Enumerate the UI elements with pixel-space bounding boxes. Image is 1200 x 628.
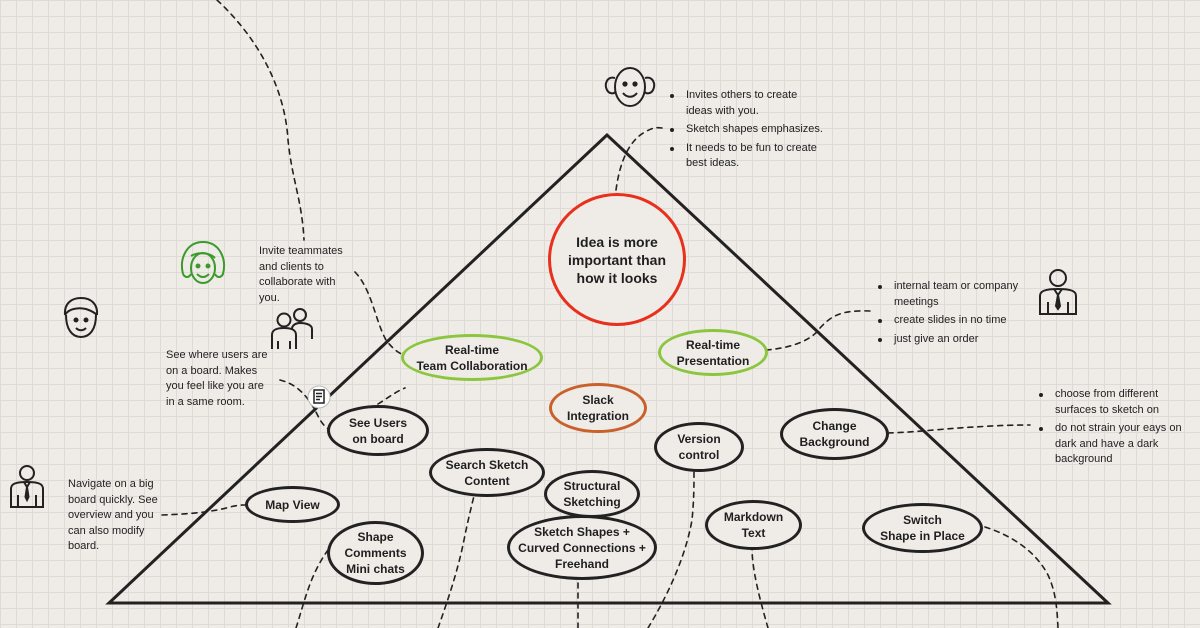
see-where-note: See where users are on a board. Makes yo…: [166, 349, 268, 408]
connector-switch: [984, 526, 1059, 628]
list-item: It needs to be fun to create best ideas.: [668, 141, 838, 172]
realtime-presentation-node[interactable]: Real-time Presentation: [658, 329, 768, 376]
connector-apex-to-notes: [615, 126, 663, 191]
list-item: just give an order: [876, 332, 1036, 348]
connector-search: [437, 495, 475, 628]
person-tie-icon: [10, 465, 44, 508]
list-item: Invites others to create ideas with you.: [668, 88, 838, 119]
connector-top-curve: [216, 0, 305, 241]
document-icon[interactable]: [307, 385, 331, 409]
list-item: internal team or company meetings: [876, 279, 1036, 310]
presentation-bullet-list: internal team or company meetings create…: [876, 279, 1036, 350]
pyramid-triangle: [105, 132, 1112, 605]
map-view-node[interactable]: Map View: [245, 486, 340, 523]
connector-shape-comments: [295, 549, 329, 628]
switch-shape-node[interactable]: Switch Shape in Place: [862, 503, 983, 553]
old-man-face-icon: [604, 67, 656, 107]
woman-face-icon: [181, 240, 225, 284]
connector-background: [887, 424, 1031, 434]
sketch-shapes-node[interactable]: Sketch Shapes + Curved Connections + Fre…: [507, 515, 657, 580]
see-users-node[interactable]: See Users on board: [327, 405, 429, 456]
idea-apex-node[interactable]: Idea is more important than how it looks: [548, 193, 686, 326]
background-bullet-list: choose from different surfaces to sketch…: [1037, 387, 1197, 471]
businessman-icon: [1039, 269, 1077, 315]
list-item: do not strain your eays on dark and have…: [1037, 421, 1197, 468]
connector-presentation: [765, 310, 871, 351]
shape-comments-node[interactable]: Shape Comments Mini chats: [327, 521, 424, 585]
users-group-icon: [271, 308, 313, 349]
connector-invite-to-collab: [354, 271, 405, 356]
structural-sketching-node[interactable]: Structural Sketching: [544, 470, 640, 518]
realtime-collab-node[interactable]: Real-time Team Collaboration: [401, 334, 543, 381]
connector-mapview: [161, 504, 247, 516]
connector-version: [647, 469, 695, 628]
connector-users-to-collab: [377, 387, 406, 405]
list-item: Sketch shapes emphasizes.: [668, 122, 838, 138]
top-bullet-list: Invites others to create ideas with you.…: [668, 88, 838, 175]
change-background-node[interactable]: Change Background: [780, 408, 889, 460]
list-item: create slides in no time: [876, 313, 1036, 329]
version-control-node[interactable]: Version control: [654, 422, 744, 472]
search-sketch-node[interactable]: Search Sketch Content: [429, 448, 545, 497]
man-face-icon: [63, 296, 99, 339]
invite-note: Invite teammates and clients to collabor…: [259, 245, 343, 304]
list-item: choose from different surfaces to sketch…: [1037, 387, 1197, 418]
navigate-note: Navigate on a big board quickly. See ove…: [68, 478, 158, 552]
markdown-text-node[interactable]: Markdown Text: [705, 500, 802, 550]
connector-markdown: [751, 547, 769, 628]
connector-see-where: [279, 379, 331, 431]
slack-integration-node[interactable]: Slack Integration: [549, 383, 647, 433]
